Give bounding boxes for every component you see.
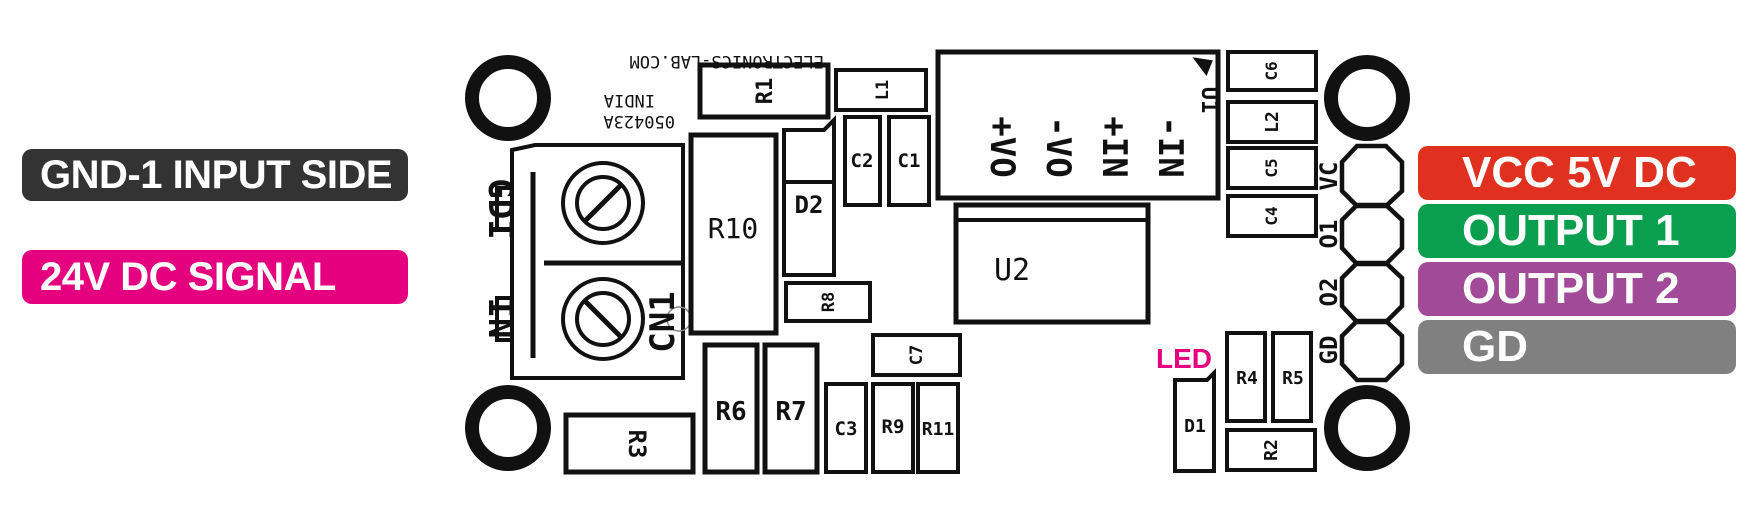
vcc-label: VCC 5V DC: [1418, 146, 1736, 200]
output2-label: OUTPUT 2: [1418, 262, 1736, 316]
r3-label: R3: [623, 430, 651, 459]
r10-label: R10: [708, 212, 759, 245]
c1-outline: [887, 115, 931, 207]
code-text: 050423A: [603, 111, 675, 131]
r9-label: R9: [882, 416, 905, 438]
r1-label: R1: [753, 78, 778, 105]
l1-label: L1: [873, 80, 893, 100]
u1-vo-minus-label: -VO: [1038, 116, 1078, 177]
u1-outline: [935, 49, 1221, 201]
output-header: [1339, 143, 1405, 383]
o2-pin-label: O2: [1315, 278, 1343, 307]
l2-outline: [1226, 100, 1318, 144]
r5-label: R5: [1282, 368, 1304, 389]
l2-label: L2: [1262, 111, 1283, 133]
led-label: LED: [1156, 343, 1212, 374]
gd-label: GD: [1418, 320, 1736, 374]
c1-label: C1: [898, 150, 921, 172]
gd-pin-label: GD: [1315, 336, 1343, 365]
d2-outline: [782, 115, 836, 277]
mounting-hole-top-left: [465, 55, 551, 141]
country-text: INDIA: [604, 90, 655, 110]
c4-outline: [1226, 194, 1318, 238]
r8-outline: [784, 281, 872, 323]
c6-outline: [1226, 50, 1318, 92]
c7-label: C7: [907, 345, 927, 365]
vcc-text: VCC 5V DC: [1462, 148, 1697, 197]
r6-outline: [702, 342, 760, 475]
in-pin-label: IN: [480, 298, 520, 339]
r6-label: R6: [715, 397, 746, 427]
c4-label: C4: [1262, 206, 1281, 225]
r11-label: R11: [922, 419, 955, 440]
gd-text: GD: [1462, 322, 1528, 371]
c3-label: C3: [835, 418, 858, 440]
u1-label: U1: [1196, 87, 1221, 114]
c6-label: C6: [1262, 61, 1281, 80]
r4-outline: [1225, 331, 1267, 423]
r7-label: R7: [775, 397, 806, 427]
c3-outline: [824, 382, 868, 474]
o1-pin-label: O1: [1315, 220, 1343, 249]
d1-label: D1: [1184, 416, 1206, 437]
output1-text: OUTPUT 1: [1462, 206, 1680, 255]
r4-label: R4: [1236, 368, 1258, 389]
u2-label: U2: [994, 253, 1030, 288]
c2-label: C2: [851, 150, 874, 172]
r8-label: R8: [819, 292, 839, 312]
cn1-label: CN1: [643, 291, 683, 352]
r3-outline: [563, 412, 696, 475]
r5-outline: [1271, 331, 1313, 423]
c5-outline: [1226, 146, 1318, 190]
u1-in-plus-label: +IN: [1094, 116, 1134, 177]
r1-outline: [697, 62, 831, 120]
r2-outline: [1225, 428, 1317, 472]
u2-outline: [953, 202, 1151, 325]
d2-label: D2: [795, 191, 824, 219]
l1-outline: [834, 68, 928, 112]
gnd-input-side-text: GND-1 INPUT SIDE: [40, 152, 393, 197]
c5-label: C5: [1262, 158, 1281, 177]
gdi-pin-label: GDI: [480, 178, 520, 239]
signal-24v-label: 24V DC SIGNAL: [22, 250, 408, 304]
r9-outline: [871, 382, 915, 474]
signal-24v-text: 24V DC SIGNAL: [40, 254, 336, 299]
c2-outline: [843, 115, 882, 207]
u1-vo-plus-label: +VO: [982, 116, 1022, 177]
r11-outline: [916, 382, 960, 474]
mounting-hole-bottom-right: [1324, 385, 1410, 471]
output2-text: OUTPUT 2: [1462, 264, 1680, 313]
d1-outline: [1173, 368, 1216, 473]
u1-in-minus-label: -IN: [1150, 116, 1190, 177]
brand-text: ELECTRONICS-LAB.COM: [630, 51, 824, 71]
vc-pin-label: VC: [1315, 162, 1343, 191]
r10-outline: [688, 132, 779, 336]
mounting-hole-top-right: [1324, 55, 1410, 141]
output1-label: OUTPUT 1: [1418, 204, 1736, 258]
r7-outline: [762, 342, 820, 475]
r2-label: R2: [1261, 439, 1282, 461]
gnd-input-side-label: GND-1 INPUT SIDE: [22, 149, 408, 201]
mounting-hole-bottom-left: [465, 385, 551, 471]
c7-outline: [871, 333, 962, 377]
terminal-block-cn1: [495, 143, 692, 380]
